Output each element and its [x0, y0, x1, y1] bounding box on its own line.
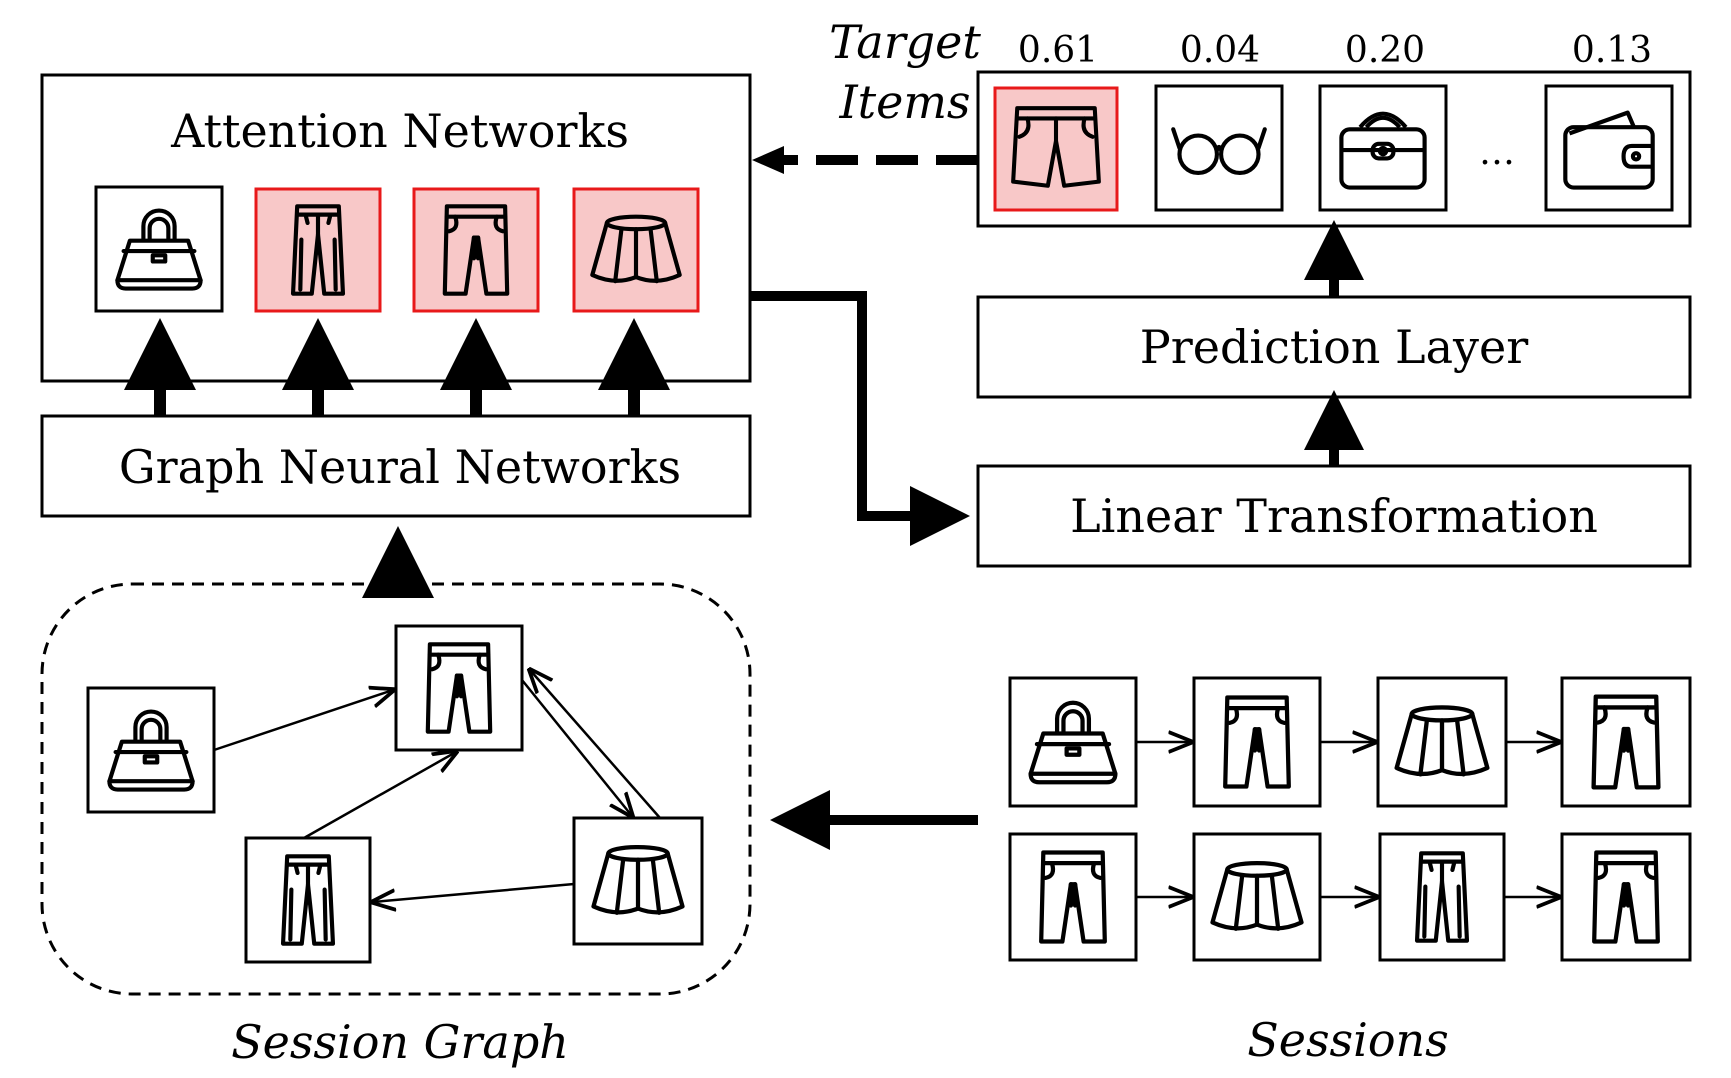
target-score-shorts: 0.61	[1018, 30, 1098, 71]
prediction-layer-title: Prediction Layer	[1140, 320, 1528, 374]
session-2-item-4	[1560, 832, 1692, 962]
target-item-handbag	[1318, 84, 1448, 212]
session-1-item-1	[1008, 676, 1138, 808]
target-score-glasses: 0.04	[1180, 30, 1260, 71]
gnn-box	[40, 414, 752, 518]
graph-node-jeans	[244, 836, 372, 964]
target-item-glasses	[1154, 84, 1284, 212]
attention-item-jeans	[254, 187, 382, 313]
session-graph-region	[40, 582, 752, 996]
session-1-item-4	[1560, 676, 1692, 808]
session-2-item-1	[1008, 832, 1138, 962]
target-label-line2: Items	[838, 75, 970, 129]
linear-transformation-box	[976, 464, 1692, 568]
gnn-to-attention-arrows	[124, 318, 670, 416]
target-score-wallet: 0.13	[1572, 30, 1652, 71]
session-graph-edges	[213, 670, 661, 902]
attention-item-pants	[412, 187, 540, 313]
attention-item-skirt	[572, 187, 700, 313]
target-ellipsis: …	[1479, 132, 1515, 173]
session-graph-caption: Session Graph	[231, 1015, 569, 1069]
attention-to-linear-arrow	[750, 291, 970, 546]
session-2-item-2	[1192, 832, 1322, 962]
session-2-item-3	[1378, 832, 1506, 962]
target-item-wallet	[1544, 84, 1674, 212]
graph-node-skirt	[572, 816, 704, 946]
graph-node-pants	[394, 624, 524, 752]
attention-item-handbag	[94, 185, 224, 313]
target-item-shorts	[993, 86, 1119, 212]
session-1-item-3	[1376, 676, 1508, 808]
linear-transformation-title: Linear Transformation	[1070, 489, 1598, 543]
graph-node-handbag	[86, 686, 216, 814]
target-score-handbag: 0.20	[1345, 30, 1425, 71]
target-label-line1: Target	[829, 15, 981, 69]
target-to-attention-arrowhead	[752, 146, 784, 174]
gnn-title: Graph Neural Networks	[119, 440, 681, 494]
attention-networks-title: Attention Networks	[170, 104, 629, 158]
prediction-layer-box	[976, 295, 1692, 399]
sessions-caption: Sessions	[1247, 1013, 1449, 1067]
session-1-item-2	[1192, 676, 1322, 808]
